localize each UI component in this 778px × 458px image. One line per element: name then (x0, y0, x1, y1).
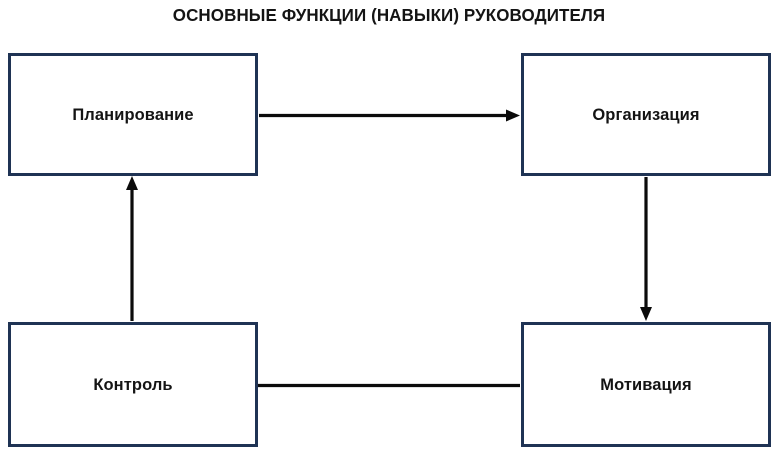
node-organization-label: Организация (592, 105, 700, 124)
edge-organization-to-motivation (640, 177, 652, 321)
node-control[interactable]: Контроль (8, 322, 258, 447)
edge-control-to-planning (126, 176, 138, 321)
node-planning-label: Планирование (72, 105, 194, 124)
node-organization[interactable]: Организация (521, 53, 771, 176)
node-planning[interactable]: Планирование (8, 53, 258, 176)
node-motivation[interactable]: Мотивация (521, 322, 771, 447)
node-control-label: Контроль (93, 375, 173, 394)
edge-planning-to-organization (259, 109, 520, 122)
diagram-title: ОСНОВНЫЕ ФУНКЦИИ (НАВЫКИ) РУКОВОДИТЕЛЯ (172, 5, 606, 25)
node-motivation-label: Мотивация (600, 375, 692, 394)
